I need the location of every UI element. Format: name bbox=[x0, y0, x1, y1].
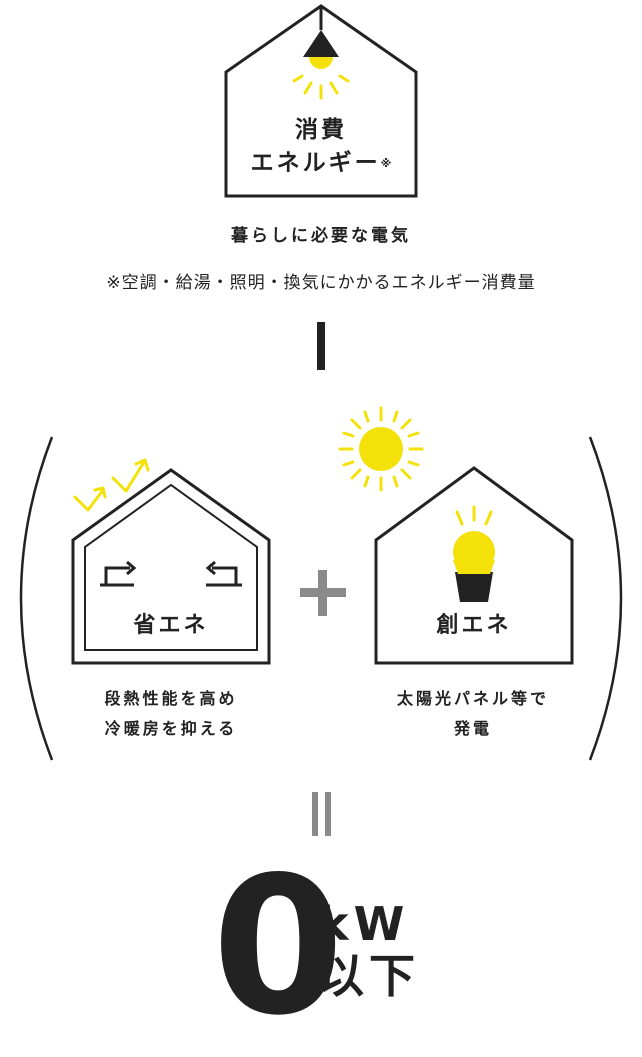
saving-description: 段熱性能を高め 冷暖房を抑える bbox=[56, 684, 286, 744]
light-bulb-icon bbox=[453, 505, 495, 602]
consumption-subtitle: 暮らしに必要な電気 bbox=[231, 226, 411, 246]
equals-sign bbox=[312, 792, 331, 836]
plus-sign bbox=[300, 570, 346, 616]
consumption-label-line1: 消費 bbox=[295, 117, 347, 143]
diagram-graphics bbox=[19, 4, 623, 836]
consumption-label-line2: エネルギー※ bbox=[250, 150, 392, 176]
creation-house bbox=[374, 466, 574, 665]
right-parenthesis bbox=[588, 436, 623, 761]
saving-desc-line2: 冷暖房を抑える bbox=[104, 719, 238, 738]
creation-desc-line1: 太陽光パネル等で bbox=[396, 689, 549, 708]
airflow-arrow-icon bbox=[100, 560, 242, 587]
minus-sign bbox=[317, 322, 325, 370]
result-suffix: 以下 bbox=[318, 949, 420, 1003]
result-unit: kW bbox=[318, 897, 410, 951]
note-mark: ※ bbox=[380, 157, 392, 170]
pendant-lamp-icon bbox=[292, 6, 350, 100]
saving-house bbox=[71, 468, 271, 665]
creation-desc-line2: 発電 bbox=[453, 719, 492, 738]
creation-house-label: 創エネ bbox=[436, 613, 512, 638]
consumption-house-label: 消費 エネルギー※ bbox=[226, 114, 416, 180]
saving-house-label: 省エネ bbox=[133, 613, 209, 638]
consumption-note: ※空調・給湯・照明・換気にかかるエネルギー消費量 bbox=[106, 273, 536, 293]
left-parenthesis bbox=[19, 436, 54, 761]
saving-desc-line1: 段熱性能を高め bbox=[104, 689, 238, 708]
result-number: 0 bbox=[212, 836, 345, 1057]
result-unit-block: kW 以下 bbox=[318, 898, 418, 1002]
heat-arrow-icon bbox=[73, 458, 150, 512]
consumption-house bbox=[224, 4, 418, 198]
creation-description: 太陽光パネル等で 発電 bbox=[358, 684, 588, 744]
sun-icon bbox=[338, 406, 424, 492]
